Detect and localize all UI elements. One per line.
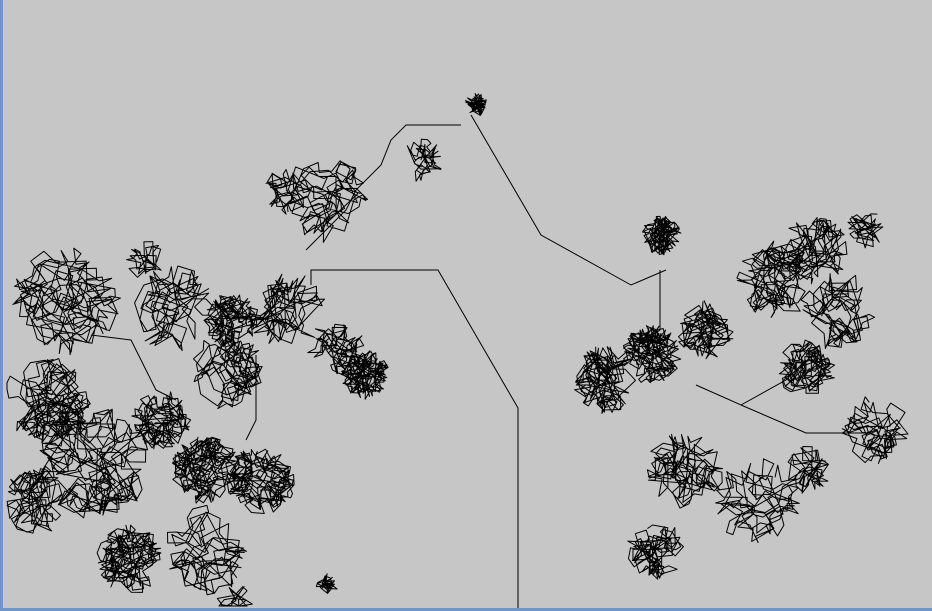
walk-cluster-4 — [131, 391, 192, 450]
walk-cluster-15 — [307, 323, 365, 376]
walk-cluster-14 — [341, 350, 389, 400]
walk-cluster-21 — [622, 325, 682, 384]
walk-cluster-29 — [646, 433, 724, 509]
walk-cluster-11 — [167, 504, 247, 596]
walk-cluster-17 — [406, 138, 442, 182]
walk-cluster-20 — [641, 215, 682, 256]
walk-cluster-13 — [287, 160, 369, 243]
walk-cluster-27 — [800, 273, 876, 349]
walk-cluster-24 — [736, 240, 806, 318]
walk-cluster-0 — [12, 247, 121, 356]
connector-path-center — [310, 269, 519, 608]
walk-cluster-31 — [627, 524, 684, 580]
walk-cluster-5 — [172, 436, 241, 504]
walk-cluster-22 — [574, 346, 636, 414]
walk-cluster-1 — [6, 358, 91, 444]
walk-cluster-9 — [134, 265, 217, 352]
walk-cluster-34 — [216, 586, 253, 607]
walk-cluster-28 — [841, 396, 909, 464]
walk-cluster-19 — [126, 241, 162, 278]
connector-path-right-diag — [695, 359, 807, 406]
walk-cluster-35 — [847, 213, 884, 249]
walk-cluster-2 — [39, 408, 149, 519]
connector-path-left-diag — [90, 334, 177, 401]
drawing-canvas[interactable] — [6, 0, 932, 608]
walk-cluster-33 — [315, 573, 338, 594]
walk-cluster-18 — [265, 169, 310, 215]
random-walk-svg — [6, 93, 909, 608]
connector-path-right-column — [645, 270, 661, 341]
walk-cluster-16 — [465, 93, 487, 117]
walk-cluster-23 — [677, 300, 734, 360]
connector-path-top — [470, 114, 667, 286]
connector-path-top-left — [305, 124, 461, 251]
walk-cluster-32 — [787, 446, 829, 494]
walk-cluster-6 — [226, 448, 295, 514]
connector-path-stem — [245, 355, 257, 441]
walk-cluster-26 — [778, 339, 836, 394]
connector-path-right-low — [740, 404, 866, 434]
walk-cluster-12 — [247, 273, 325, 344]
walk-cluster-3 — [96, 524, 162, 593]
walk-cluster-30 — [715, 458, 800, 543]
walk-cluster-8 — [193, 330, 263, 410]
walk-cluster-25 — [783, 217, 848, 285]
walk-cluster-7 — [203, 294, 258, 348]
walk-cluster-10 — [6, 465, 64, 534]
